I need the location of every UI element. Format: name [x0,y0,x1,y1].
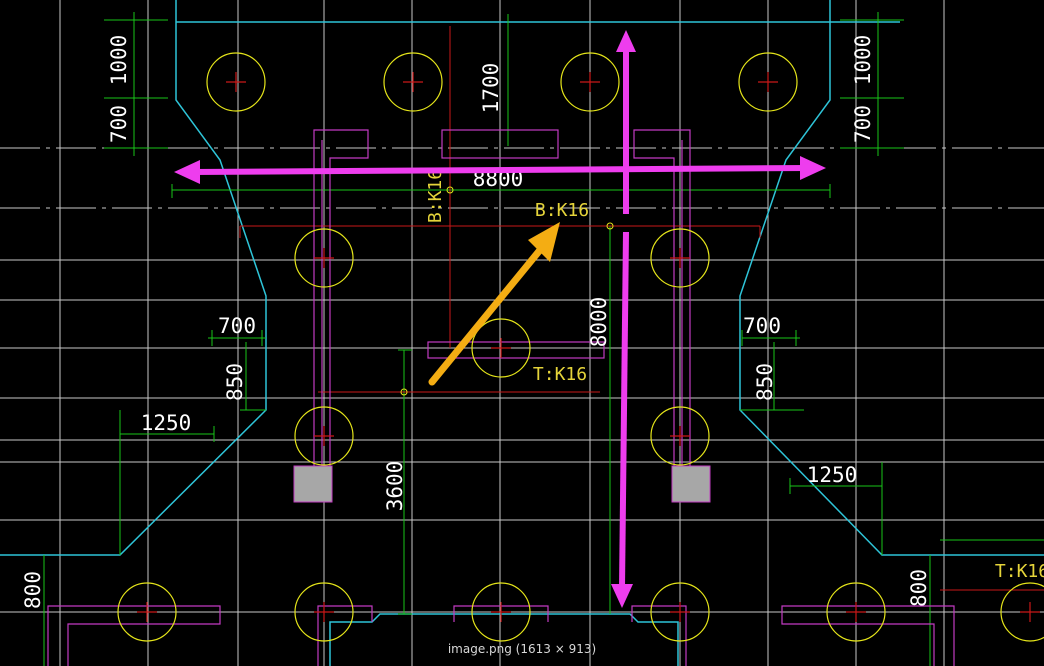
pile-circle [650,228,710,288]
rebar-labels: B:K16 B:K16 T:K16 T:K16 [425,169,1044,582]
pile-circle [471,582,531,642]
dim-1000-right: 1000 [851,35,875,86]
arrowhead-right-icon [800,156,826,180]
arrowhead-up-icon [616,30,636,52]
pointer-arrowhead-icon [528,222,560,262]
vertical-arrow-shaft-bottom [619,231,629,589]
reference-nodes [400,186,614,396]
label-bk16-vertical: B:K16 [425,169,446,223]
pile-circle [738,52,798,112]
pile-circle [383,52,443,112]
dim-800-right: 800 [907,569,931,607]
pile-circle [650,582,710,642]
pointer-arrow [428,222,560,386]
dimension-texts: 1000 700 1700 1000 700 8800 8000 700 850… [21,35,931,609]
dim-1700: 1700 [479,63,503,114]
pile-circle [471,318,531,378]
dim-800-left: 800 [21,571,45,609]
dim-700-left-top: 700 [107,105,131,143]
annotation-arrows [174,30,826,608]
pile-circle [650,406,710,466]
horizontal-arrow-shaft [191,165,809,175]
arrowhead-down-icon [611,584,633,608]
dim-1000-left: 1000 [107,35,131,86]
dim-700-right-top: 700 [851,105,875,143]
dim-1250-right: 1250 [807,463,858,487]
dim-850-left: 850 [223,363,247,401]
dim-1250-left: 1250 [141,411,192,435]
pile-circle [560,52,620,112]
dim-700-left-mid: 700 [218,314,256,338]
grey-pile-caps [293,465,711,503]
label-tk16-right: T:K16 [995,561,1044,582]
arrowhead-left-icon [174,160,200,184]
beam-outlines [47,129,955,666]
pile-circle [206,52,266,112]
pile-circle [294,228,354,288]
image-caption: image.png (1613 × 913) [447,642,597,656]
pile-circle [117,582,177,642]
pile-circle [1000,582,1044,642]
dim-3600: 3600 [383,461,407,512]
dim-8000: 8000 [587,297,611,348]
dim-850-right: 850 [753,363,777,401]
pile-circles [117,52,1044,642]
label-tk16-center: T:K16 [533,364,587,385]
label-bk16-arrow: B:K16 [535,200,589,221]
pile-circle [294,406,354,466]
pile-circle [294,582,354,642]
dimension-lines [43,12,1044,666]
pile-circle [826,582,886,642]
dim-700-right-mid: 700 [743,314,781,338]
